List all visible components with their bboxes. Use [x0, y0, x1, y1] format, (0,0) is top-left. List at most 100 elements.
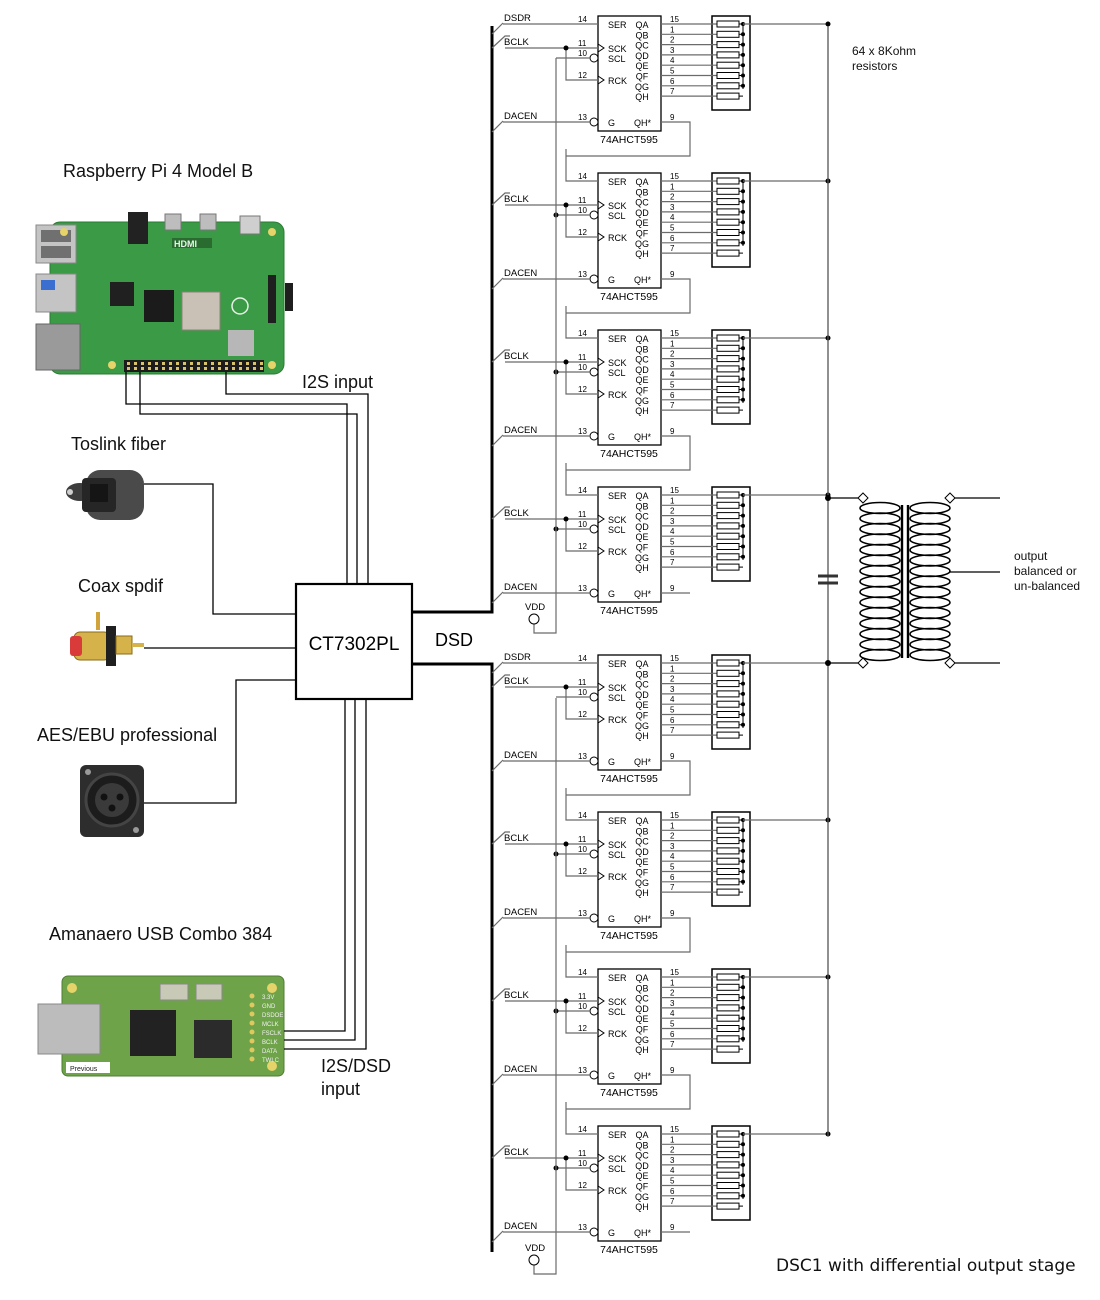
cascade-pin-number: 9	[670, 584, 675, 593]
resistor	[716, 344, 740, 352]
gpio-pin	[190, 367, 193, 370]
source-label-coax: Coax spdif	[78, 576, 164, 596]
diagram-caption: DSC1 with differential output stage	[776, 1256, 1076, 1276]
resistor	[716, 983, 740, 991]
header-pin-label: GND	[262, 1004, 276, 1010]
gpio-pin	[134, 362, 137, 365]
pin-name: SCK	[608, 683, 627, 693]
pin-number: 10	[578, 363, 587, 372]
pin-name: SER	[608, 20, 627, 30]
output-pin-number: 4	[670, 56, 675, 65]
gpio-pin	[134, 367, 137, 370]
resistor	[716, 1014, 740, 1022]
output-pin-number: 7	[670, 883, 675, 892]
cascade-pin-name: QH*	[634, 275, 652, 285]
output-pin-name: QF	[636, 386, 649, 396]
secondary-coil-turn	[909, 564, 951, 578]
output-pin-number: 1	[670, 25, 675, 34]
inverted-input-bubble	[589, 53, 599, 63]
pin-name: SER	[608, 1130, 627, 1140]
rck-wire	[565, 1001, 598, 1034]
vdd-label: VDD	[525, 1243, 545, 1254]
junction-dot	[741, 523, 745, 528]
pin-number: 10	[578, 1159, 587, 1168]
source-label-toslink: Toslink fiber	[71, 434, 167, 454]
resistor	[716, 532, 740, 540]
primary-coil-turn	[859, 585, 901, 599]
output-pin-name: QB	[635, 344, 648, 354]
clock-input-symbol	[597, 871, 605, 881]
gpio-pin	[183, 367, 186, 370]
output-pin-number: 4	[670, 370, 675, 379]
output-pin-name: QB	[635, 1140, 648, 1150]
junction-dot	[741, 356, 745, 361]
junction-dot	[741, 995, 745, 1000]
junction-dot	[741, 869, 745, 874]
pin-name: SER	[608, 816, 627, 826]
output-pin-name: QA	[635, 177, 648, 187]
cascade-pin-name: QH*	[634, 1071, 652, 1081]
output-pin-number: 5	[670, 67, 675, 76]
gpio-pin	[183, 362, 186, 365]
resistor	[716, 826, 740, 834]
output-pin-number: 1	[670, 1135, 675, 1144]
gpio-pin	[155, 367, 158, 370]
output-pin-number: 1	[670, 496, 675, 505]
output-pin-name: QC	[635, 355, 649, 365]
shift-register-chip	[597, 811, 662, 928]
header-pin-label: BCLK	[262, 1040, 278, 1046]
output-pin-name: QG	[635, 553, 649, 563]
secondary-coil-turn	[909, 648, 951, 662]
primary-coil-turn	[859, 501, 901, 515]
pin-number: 12	[578, 867, 587, 876]
header-pin	[249, 1047, 255, 1053]
bus-tap	[491, 831, 510, 845]
pin-number: 13	[578, 909, 587, 918]
junction-dot	[563, 841, 569, 847]
output-pin-number: 1	[670, 339, 675, 348]
pin-number: 14	[578, 329, 587, 338]
output-pin-number: 1	[670, 821, 675, 830]
resistor	[716, 249, 740, 257]
output-pin-number: 6	[670, 548, 675, 557]
pin-name: RCK	[608, 1029, 627, 1039]
inverted-input-bubble	[589, 367, 599, 377]
capacitor-icon	[818, 574, 838, 585]
resistor	[716, 20, 740, 28]
cascade-pin-name: QH*	[634, 118, 652, 128]
junction-dot	[741, 544, 745, 549]
gpio-pin	[190, 362, 193, 365]
pin-name: RCK	[608, 547, 627, 557]
output-pin-name: QD	[635, 1161, 649, 1171]
pin-number: 12	[578, 71, 587, 80]
junction-dot	[741, 859, 745, 864]
inverted-input-bubble	[589, 756, 599, 766]
gpio-pin	[204, 362, 207, 365]
gpio-pin	[218, 367, 221, 370]
output-pin-number: 4	[670, 527, 675, 536]
dacen-label: DACEN	[504, 1064, 537, 1075]
vdd-terminal-icon	[528, 613, 540, 625]
output-pin-number: 4	[670, 852, 675, 861]
pin-number: 13	[578, 1223, 587, 1232]
output-pin-name: QB	[635, 501, 648, 511]
primary-coil-turn	[859, 564, 901, 578]
rck-wire	[565, 844, 598, 877]
junction-dot	[741, 63, 745, 68]
resistor	[716, 1045, 740, 1053]
header-pin-label: MCLK	[262, 1022, 279, 1028]
junction-dot	[741, 671, 745, 676]
pin-number: 13	[578, 427, 587, 436]
output-note-line1: output	[1014, 549, 1048, 563]
dacen-label: DACEN	[504, 582, 537, 593]
cascade-out-wire	[566, 1074, 691, 1110]
resistor	[716, 1182, 740, 1189]
junction-dot	[741, 681, 745, 686]
output-pin-name: QG	[635, 396, 649, 406]
output-pin-name: QD	[635, 1004, 649, 1014]
inverted-input-bubble	[589, 431, 599, 441]
bus-tap	[491, 192, 510, 206]
cascade-in-wire	[565, 945, 598, 978]
clock-input-symbol	[597, 232, 605, 242]
output-pin-name: QG	[635, 878, 649, 888]
